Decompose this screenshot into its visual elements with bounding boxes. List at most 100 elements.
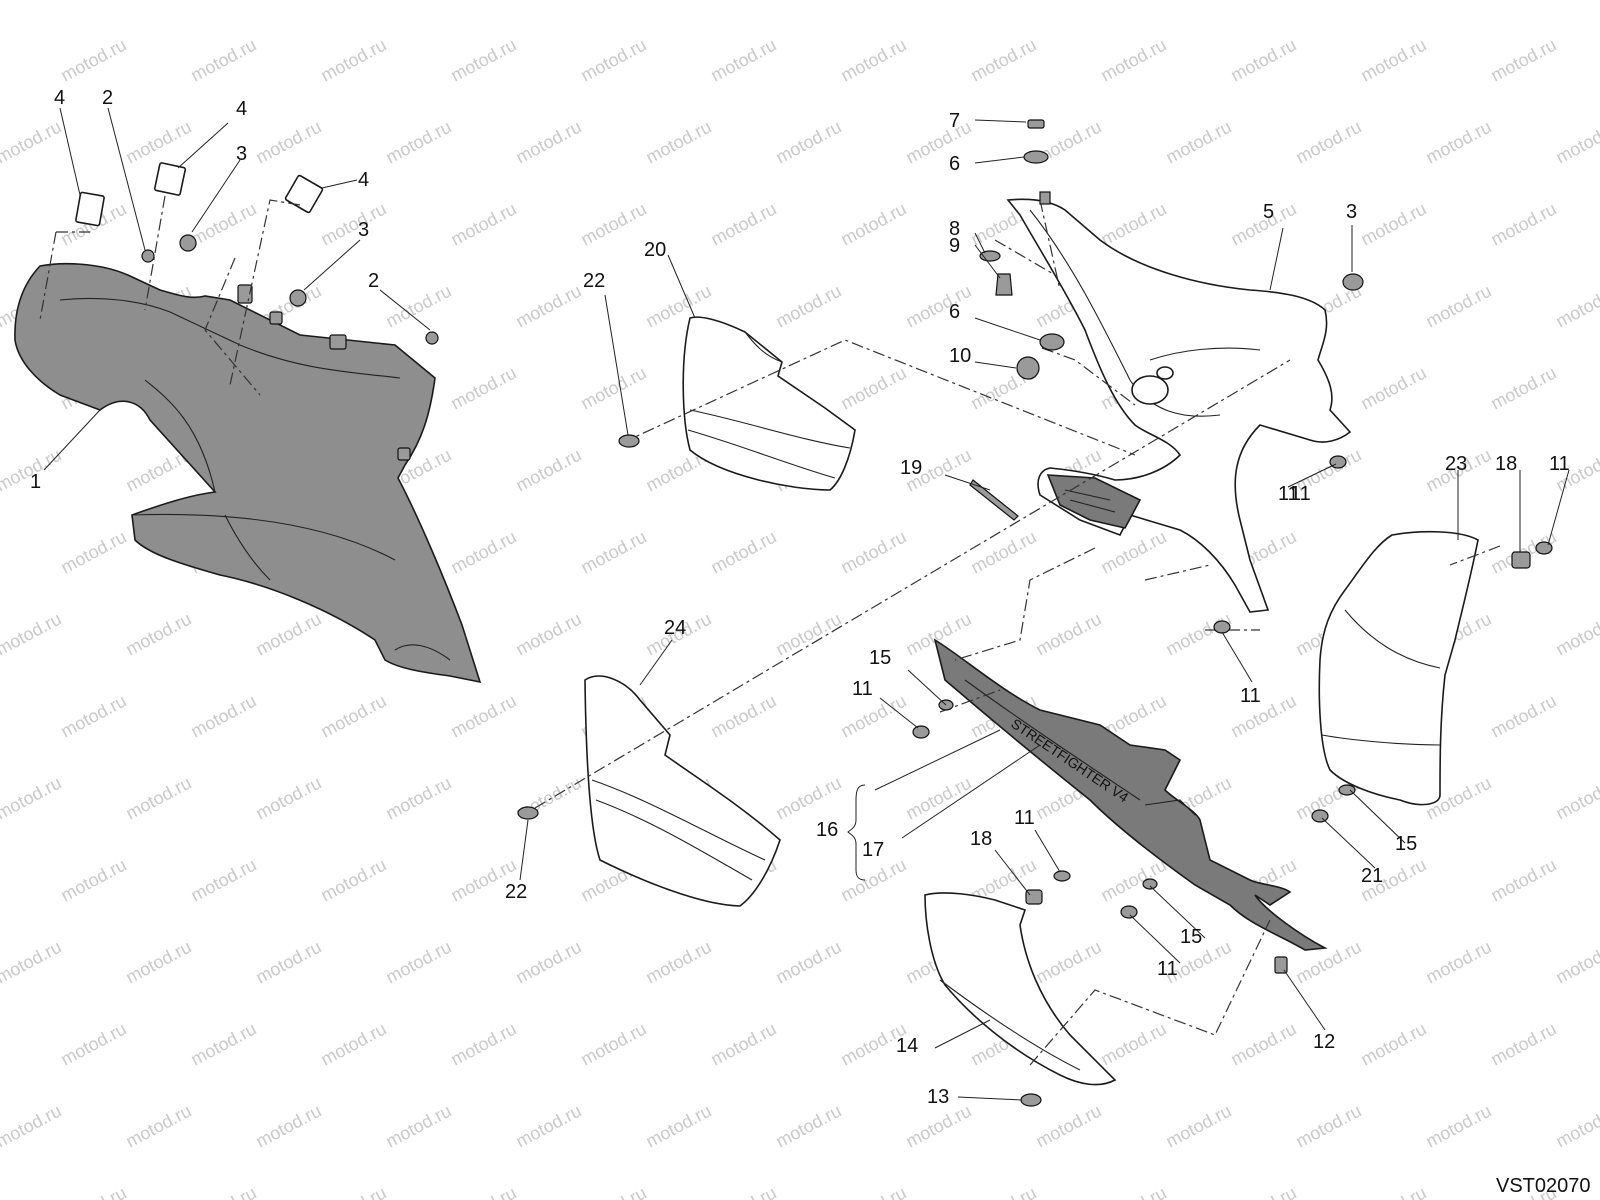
callout-label: 8	[949, 218, 960, 240]
watermark-text: motod.ru	[187, 35, 259, 86]
part-24-lower-duct	[584, 675, 781, 907]
callout-label: 7	[949, 110, 960, 132]
watermark-text: motod.ru	[1552, 1101, 1600, 1152]
callout-label: 10	[949, 345, 971, 367]
callout-label: 14	[896, 1035, 918, 1057]
watermark-text: motod.ru	[967, 35, 1039, 86]
watermark-text: motod.ru	[837, 691, 909, 742]
callout-label: 15	[869, 647, 891, 669]
watermark-text: motod.ru	[707, 35, 779, 86]
watermark-text: motod.ru	[317, 199, 389, 250]
watermark-text: motod.ru	[1227, 1019, 1299, 1070]
watermark-text: motod.ru	[1357, 199, 1429, 250]
callout-label: 17	[862, 839, 884, 861]
watermark-text: motod.ru	[772, 937, 844, 988]
watermark-text: motod.ru	[187, 199, 259, 250]
watermark-text: motod.ru	[0, 937, 65, 988]
watermark-text: motod.ru	[837, 199, 909, 250]
watermark-text: motod.ru	[1552, 773, 1600, 824]
callout-label: 1	[30, 471, 41, 493]
watermark-text: motod.ru	[512, 117, 584, 168]
watermark-text: motod.ru	[382, 773, 454, 824]
watermark-text: motod.ru	[512, 281, 584, 332]
watermark-text: motod.ru	[252, 773, 324, 824]
callout-label: 18	[1495, 453, 1517, 475]
watermark-text: motod.ru	[967, 527, 1039, 578]
callout-label: 5	[1263, 201, 1274, 223]
watermark-text: motod.ru	[577, 1019, 649, 1070]
watermark-text: motod.ru	[252, 0, 324, 4]
watermark-text: motod.ru	[707, 1183, 779, 1200]
watermark-text: motod.ru	[447, 363, 519, 414]
watermark-text: motod.ru	[512, 937, 584, 988]
watermark-text: motod.ru	[577, 527, 649, 578]
watermark-text: motod.ru	[1487, 691, 1559, 742]
watermark-text: motod.ru	[1552, 937, 1600, 988]
callout-label: 11	[1549, 453, 1570, 475]
watermark-text: motod.ru	[122, 609, 194, 660]
watermark-text: motod.ru	[382, 0, 454, 4]
watermark-text: motod.ru	[1357, 35, 1429, 86]
sheet-code: VST02070	[1496, 1175, 1591, 1197]
watermark-text: motod.ru	[1292, 0, 1364, 4]
watermark-text: motod.ru	[837, 855, 909, 906]
callout-label: 11	[1014, 807, 1035, 829]
watermark-text: motod.ru	[1487, 1019, 1559, 1070]
watermark-text: motod.ru	[1097, 1183, 1169, 1200]
watermark-text: motod.ru	[577, 199, 649, 250]
watermark-text: motod.ru	[1487, 199, 1559, 250]
watermark-text: motod.ru	[0, 1101, 65, 1152]
watermark-text: motod.ru	[902, 281, 974, 332]
watermark-text: motod.ru	[1357, 1019, 1429, 1070]
watermark-text: motod.ru	[122, 773, 194, 824]
callout-label: 21	[1361, 865, 1383, 887]
watermark-text: motod.ru	[707, 527, 779, 578]
watermark-text: motod.ru	[642, 937, 714, 988]
watermark-text: motod.ru	[382, 117, 454, 168]
watermark-text: motod.ru	[1097, 855, 1169, 906]
watermark-text: motod.ru	[447, 527, 519, 578]
callout-label: 15	[1180, 926, 1202, 948]
part-5-inner-bracket	[1006, 198, 1352, 613]
watermark-text: motod.ru	[642, 117, 714, 168]
watermark-text: motod.ru	[1292, 1101, 1364, 1152]
callout-label: 6	[949, 153, 960, 175]
watermark-text: motod.ru	[317, 1183, 389, 1200]
watermark-text: motod.ru	[1422, 1101, 1494, 1152]
watermark-text: motod.ru	[317, 855, 389, 906]
callout-label: 11	[1240, 685, 1261, 707]
watermark-text: motod.ru	[772, 1101, 844, 1152]
callout-label: 22	[583, 270, 605, 292]
callout-label: 18	[970, 828, 992, 850]
watermark-text: motod.ru	[967, 1183, 1039, 1200]
watermark-text: motod.ru	[1227, 35, 1299, 86]
watermark-text: motod.ru	[317, 1019, 389, 1070]
watermark-text: motod.ru	[577, 1183, 649, 1200]
part-14-lower-cover	[924, 892, 1117, 1086]
watermark-text: motod.ru	[837, 1183, 909, 1200]
watermark-text: motod.ru	[902, 117, 974, 168]
watermark-text: motod.ru	[57, 527, 129, 578]
callout-label: 2	[368, 270, 379, 292]
watermark-text: motod.ru	[0, 117, 65, 168]
watermark-text: motod.ru	[1487, 363, 1559, 414]
callout-label: 4	[54, 87, 65, 109]
watermark-text: motod.ru	[1032, 1101, 1104, 1152]
watermark-text: motod.ru	[122, 937, 194, 988]
callout-label: 4	[236, 98, 247, 120]
callout-label: 12	[1313, 1031, 1335, 1053]
watermark-text: motod.ru	[1552, 609, 1600, 660]
watermark-text: motod.ru	[577, 363, 649, 414]
watermark-text: motod.ru	[772, 0, 844, 4]
watermark-text: motod.ru	[707, 199, 779, 250]
watermark-text: motod.ru	[772, 117, 844, 168]
watermark-text: motod.ru	[1487, 35, 1559, 86]
part-1-side-fairing	[14, 262, 482, 684]
watermark-text: motod.ru	[252, 1101, 324, 1152]
watermark-text: motod.ru	[1422, 0, 1494, 4]
watermark-text: motod.ru	[902, 1101, 974, 1152]
callout-label: 6	[949, 301, 960, 323]
watermark-text: motod.ru	[837, 527, 909, 578]
